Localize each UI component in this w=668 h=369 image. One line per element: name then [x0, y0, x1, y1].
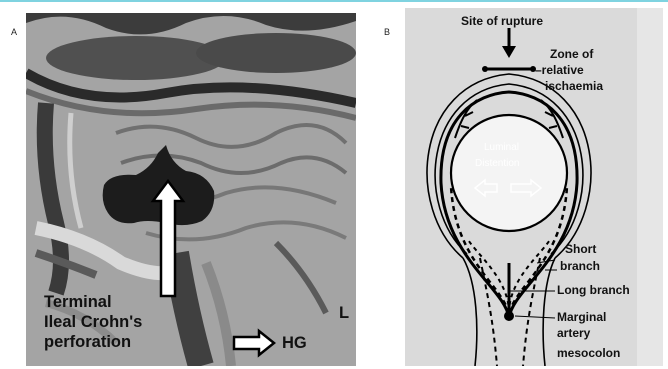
short-branch-label-line1: Short [565, 242, 596, 256]
top-accent-line [0, 0, 668, 2]
hg-label: HG [282, 333, 307, 353]
short-branch-label-line2: branch [560, 259, 600, 273]
panel-a-letter: A [11, 27, 17, 37]
luminal-label-line1: Luminal [484, 142, 519, 154]
panel-b-letter: B [384, 27, 390, 37]
zone-label-line3: ischaemia [545, 79, 603, 93]
long-branch-label: Long branch [557, 283, 630, 297]
side-marker-label: L [339, 303, 349, 323]
perforation-label-line1: Terminal [44, 292, 112, 312]
mesocolon-label: mesocolon [557, 346, 620, 360]
bowel-schematic-illustration [405, 8, 663, 366]
zone-label-line1: Zone of [550, 47, 593, 61]
perforation-label-line2: Ileal Crohn's [44, 312, 142, 332]
site-of-rupture-label: Site of rupture [461, 14, 543, 28]
luminal-label-line2: Distention [475, 158, 519, 170]
panel-b-schematic: Site of rupture Zone of –relative ischae… [405, 8, 663, 366]
perforation-label-line3: perforation [44, 332, 131, 352]
zone-label-line2: –relative [535, 63, 584, 77]
marginal-label-line2: artery [557, 326, 590, 340]
marginal-label-line1: Marginal [557, 310, 606, 324]
panel-a-ct-image: Terminal Ileal Crohn's perforation HG L [26, 13, 356, 366]
